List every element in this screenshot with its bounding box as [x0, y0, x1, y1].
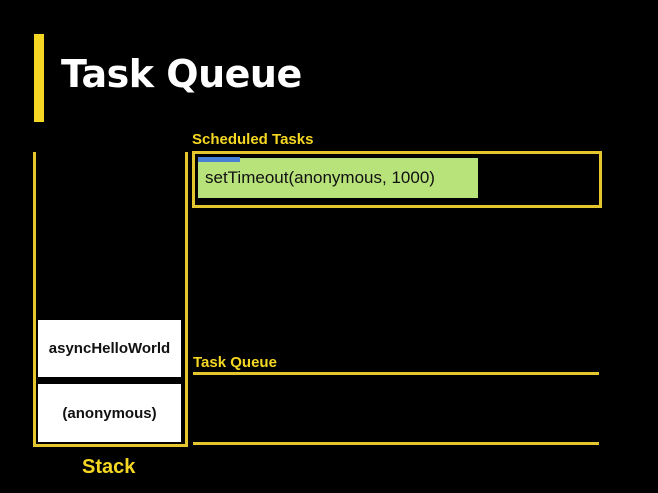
scheduled-task-settimeout: setTimeout(anonymous, 1000): [198, 158, 478, 198]
stack-frame-async-hello-world: asyncHelloWorld: [38, 320, 181, 377]
task-queue-label: Task Queue: [193, 354, 277, 371]
timer-progress-bar: [198, 157, 240, 162]
stack-label: Stack: [82, 456, 136, 478]
task-queue-top-border: [193, 372, 599, 375]
task-queue-bottom-border: [193, 442, 599, 445]
call-stack-container: [33, 152, 188, 447]
scheduled-tasks-label: Scheduled Tasks: [192, 131, 314, 148]
scheduled-tasks-box: [192, 151, 602, 208]
stack-frame-anonymous: (anonymous): [38, 384, 181, 442]
slide-title: Task Queue: [61, 52, 302, 96]
title-accent-bar: [34, 34, 44, 122]
